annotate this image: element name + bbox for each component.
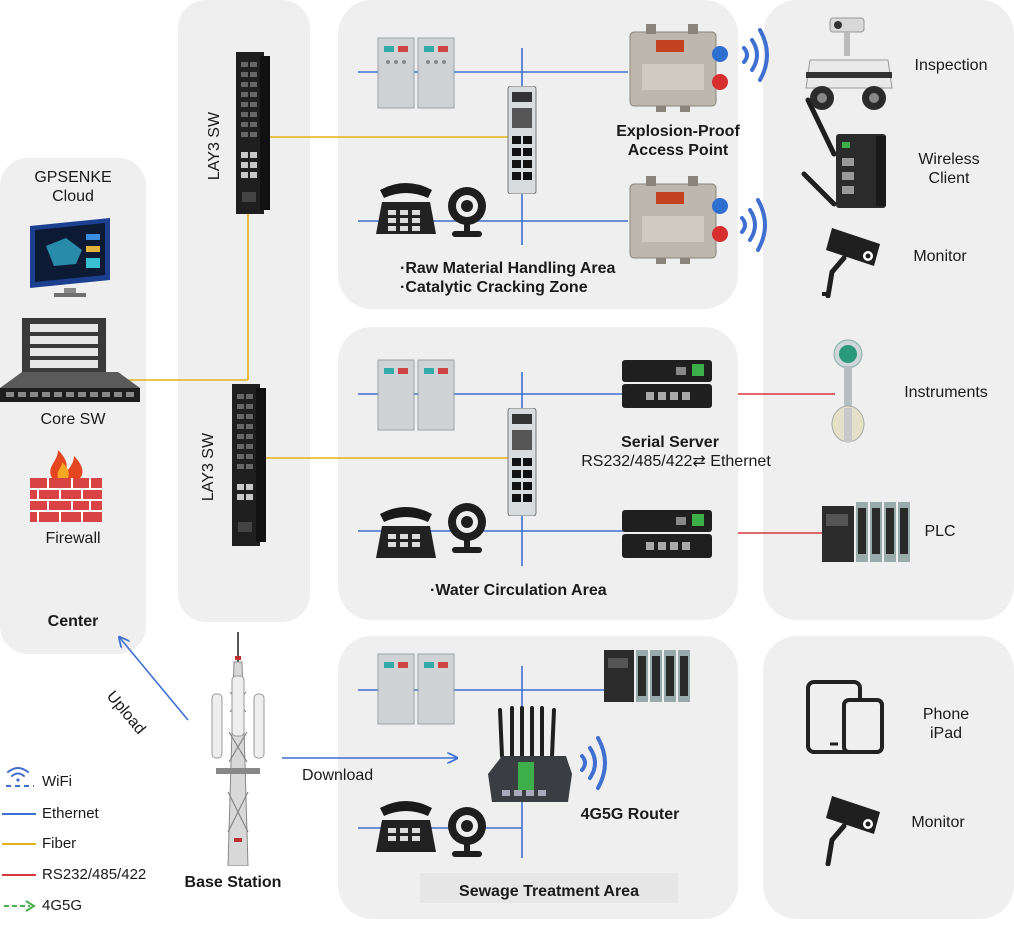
serial-server-title: Serial Server (621, 434, 719, 451)
upper-switch-label: LAY3 SW (206, 111, 223, 181)
lower-switch-label: LAY3 SW (200, 432, 217, 502)
area-raw-material: ·Raw Material Handling Area (400, 260, 616, 277)
router-icon (488, 706, 572, 802)
sewage-label-box (420, 873, 678, 903)
control-cabinet-icon (377, 37, 455, 109)
legend-fiber-label: Fiber (42, 835, 77, 852)
download-label: Download (302, 767, 374, 784)
plc-icon (822, 502, 910, 562)
ap-label: Explosion-Proof Access Point (616, 123, 740, 159)
right-bottom-panel (763, 636, 1014, 919)
core-sw-label: Core SW (40, 411, 106, 428)
legend-serial-label: RS232/485/422 (42, 866, 147, 883)
serial-server-2-icon (622, 510, 712, 558)
instruments-label: Instruments (904, 384, 988, 401)
control-cabinet-2-icon (377, 359, 455, 431)
cloud-label: GPSENKE Cloud (34, 169, 112, 205)
inspection-label: Inspection (914, 57, 988, 74)
webcam-2-icon (448, 503, 486, 553)
lower-l3-switch-icon (232, 384, 266, 546)
base-station-icon (211, 632, 265, 866)
serial-legend-line (2, 874, 36, 876)
serial-server-icon (622, 360, 712, 408)
telephone-2-icon (376, 507, 436, 558)
upper-l3-switch-icon (236, 52, 270, 214)
plc-module-icon (604, 650, 690, 702)
ethernet-legend-line (2, 813, 36, 815)
serial-server-sub: RS232/485/422⇄ Ethernet (581, 453, 771, 470)
monitor-dashboard-icon (30, 218, 110, 297)
wifi-signal-2-icon (740, 198, 767, 252)
router-wifi-icon (580, 736, 607, 790)
core-switch-icon (0, 318, 140, 402)
fiber-legend-line (2, 843, 36, 845)
router-label: 4G5G Router (580, 806, 680, 823)
center-title: Center (47, 613, 99, 630)
legend-cell-label: 4G5G (42, 897, 83, 914)
industrial-switch-icon (507, 86, 537, 194)
explosion-proof-ap-icon (629, 24, 728, 112)
firewall-label: Firewall (45, 530, 101, 547)
webcam-3-icon (448, 807, 486, 857)
phone-ipad-label: Phone iPad (922, 706, 970, 742)
base-station-label: Base Station (184, 874, 282, 891)
monitor-camera-2-icon (825, 796, 880, 866)
webcam-icon (448, 187, 486, 237)
cell-legend-arrow (4, 900, 36, 912)
legend-ethernet-label: Ethernet (42, 805, 99, 822)
explosion-proof-ap-2-icon (629, 176, 728, 264)
telephone-icon (376, 183, 436, 234)
legend-wifi-label: WiFi (42, 773, 72, 790)
monitor-2-label: Monitor (911, 814, 965, 831)
wireless-client-label: Wireless Client (918, 151, 980, 187)
industrial-switch-2-icon (507, 408, 537, 516)
monitor-label: Monitor (913, 248, 967, 265)
telephone-3-icon (376, 801, 436, 852)
wifi-signal-icon (742, 28, 769, 82)
area-water-circulation: ·Water Circulation Area (430, 582, 607, 599)
area-sewage: Sewage Treatment Area (459, 883, 639, 900)
plc-label: PLC (924, 523, 956, 540)
wifi-legend-icon (6, 767, 34, 787)
phone-ipad-icon (806, 680, 884, 754)
firewall-icon (30, 450, 102, 522)
control-cabinet-3-icon (377, 653, 455, 725)
instrument-icon (831, 339, 865, 443)
inspection-robot-icon (805, 17, 893, 110)
wireless-client-icon (801, 97, 886, 208)
area-catalytic: ·Catalytic Cracking Zone (400, 279, 588, 296)
monitor-camera-icon (822, 228, 880, 298)
serial-links (738, 393, 835, 534)
